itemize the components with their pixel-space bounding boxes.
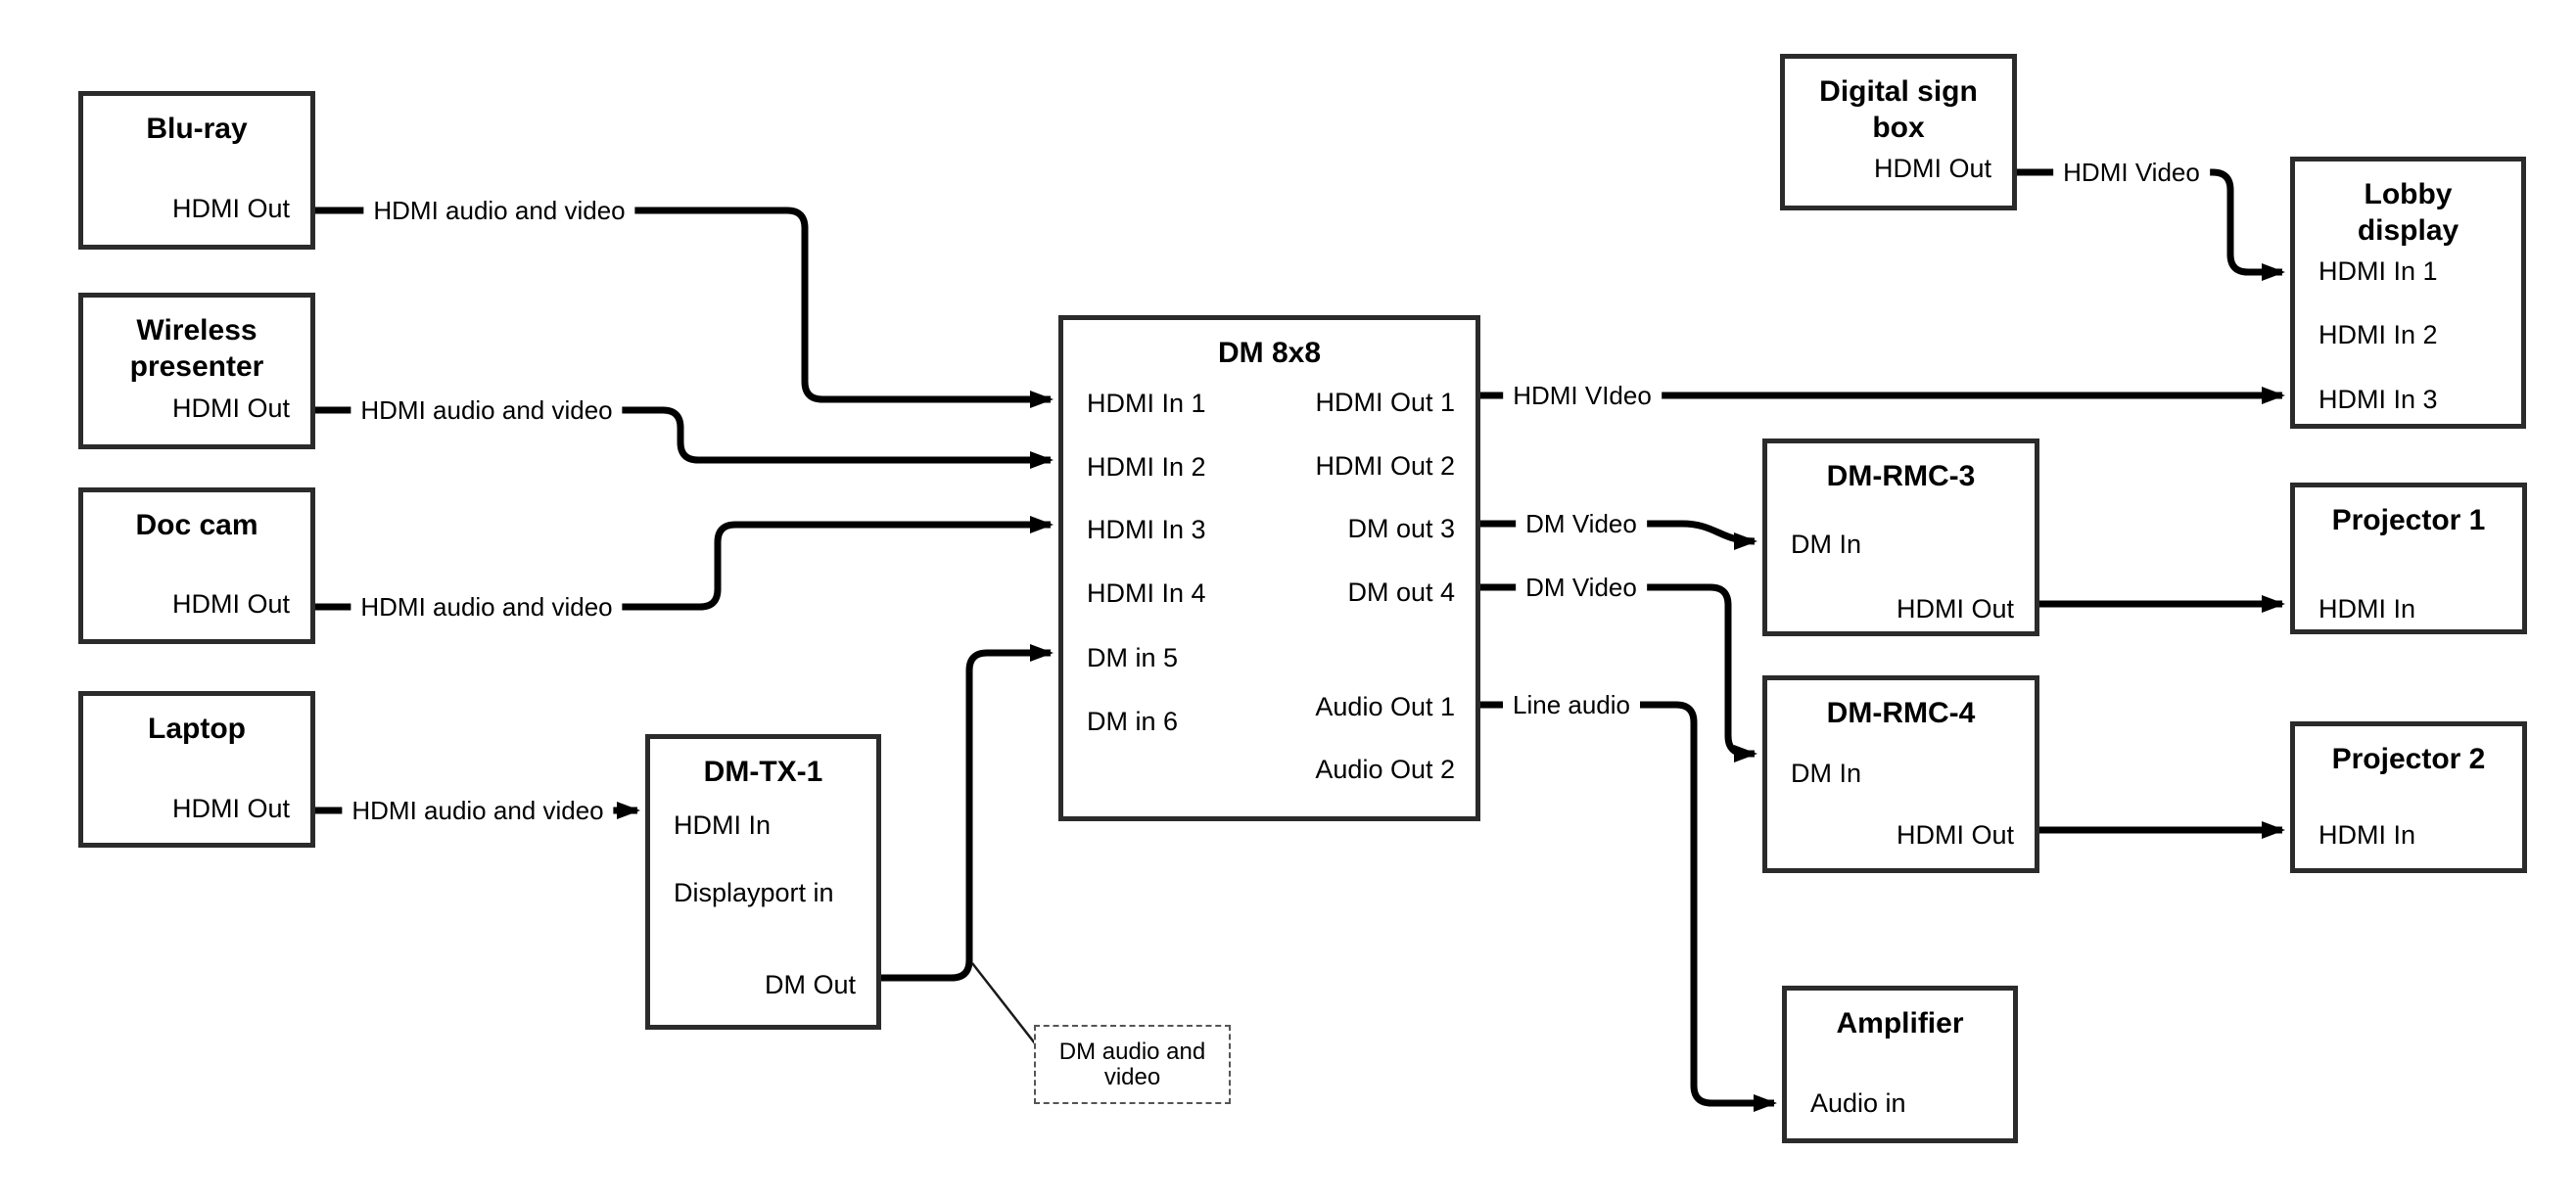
port-hdmi-in-4: HDMI In 4: [1087, 578, 1206, 608]
node-dm-rmc-4: DM-RMC-4 DM In HDMI Out: [1762, 675, 2039, 873]
node-amplifier: Amplifier Audio in: [1782, 986, 2018, 1143]
wire-doccam-to-dm8x8-in3: [315, 516, 1054, 611]
port-hdmi-in-3: HDMI In 3: [2318, 385, 2438, 414]
wire-dm8x8-dmout3-to-dmrmc3: [1480, 520, 1757, 550]
node-digital-sign-box: Digital sign box HDMI Out: [1780, 54, 2017, 210]
node-title: Projector 2: [2331, 743, 2486, 775]
node-title: Amplifier: [1836, 1007, 1964, 1039]
note-callout-line: [971, 962, 1036, 1044]
port-hdmi-in: HDMI In: [674, 810, 772, 840]
port-hdmi-out-2: HDMI Out 2: [1315, 451, 1455, 481]
port-dm-out-3: DM out 3: [1347, 514, 1455, 543]
port-hdmi-out: HDMI Out: [171, 589, 290, 619]
wire-label-hdmi-video-out1: HDMI VIdeo: [1503, 380, 1662, 411]
node-wireless-presenter: Wireless presenter HDMI Out: [78, 293, 315, 449]
node-title: Laptop: [148, 713, 246, 745]
wire-label-dm-video-1: DM Video: [1516, 508, 1647, 539]
node-title: Lobby display: [2357, 178, 2459, 247]
port-hdmi-in-1: HDMI In 1: [2318, 256, 2438, 286]
node-laptop: Laptop HDMI Out: [78, 691, 315, 848]
node-title: Blu-ray: [146, 113, 248, 145]
wire-dmtx1-dmout-to-dm8x8-in5: [881, 644, 1054, 982]
node-title: DM 8x8: [1217, 337, 1322, 369]
node-title: DM-RMC-4: [1826, 697, 1976, 729]
port-dm-out: DM Out: [764, 970, 856, 999]
port-hdmi-in-2: HDMI In 2: [1087, 452, 1206, 482]
wire-label-hdmi-audio-video-2: HDMI audio and video: [351, 394, 623, 426]
port-audio-out-1: Audio Out 1: [1315, 692, 1455, 721]
port-hdmi-out: HDMI Out: [171, 794, 290, 823]
port-hdmi-out: HDMI Out: [1896, 594, 2014, 624]
wire-label-hdmi-audio-video-4: HDMI audio and video: [342, 795, 614, 826]
port-hdmi-out: HDMI Out: [1873, 154, 1991, 183]
port-dm-in-5: DM in 5: [1087, 643, 1179, 672]
wire-bluray-to-dm8x8-in1: [315, 207, 1054, 408]
wire-digitalsign-to-lobby-in1: [2017, 168, 2285, 281]
node-title: DM-RMC-3: [1826, 460, 1976, 492]
node-bluray: Blu-ray HDMI Out: [78, 91, 315, 250]
node-projector-2: Projector 2 HDMI In: [2290, 721, 2527, 873]
node-title: DM-TX-1: [703, 756, 823, 788]
port-hdmi-in-3: HDMI In 3: [1087, 515, 1206, 544]
port-hdmi-out-1: HDMI Out 1: [1315, 388, 1455, 417]
port-dm-in: DM In: [1791, 530, 1862, 559]
wire-label-line-audio: Line audio: [1503, 689, 1640, 720]
port-dm-in-6: DM in 6: [1087, 707, 1179, 736]
port-hdmi-in-2: HDMI In 2: [2318, 320, 2438, 349]
node-doc-cam: Doc cam HDMI Out: [78, 487, 315, 644]
node-dm-tx-1: DM-TX-1 HDMI In Displayport in DM Out: [645, 734, 881, 1030]
wire-dm8x8-audioout1-to-amplifier: [1480, 701, 1777, 1112]
port-hdmi-in: HDMI In: [2318, 594, 2416, 624]
wire-label-dm-video-2: DM Video: [1516, 572, 1647, 603]
node-dm-8x8: DM 8x8 HDMI In 1 HDMI In 2 HDMI In 3 HDM…: [1058, 315, 1480, 821]
wire-label-hdmi-audio-video-3: HDMI audio and video: [351, 591, 623, 623]
port-dm-in: DM In: [1791, 759, 1862, 788]
node-title: Wireless presenter: [129, 314, 264, 383]
port-hdmi-out: HDMI Out: [1896, 820, 2014, 850]
port-hdmi-out: HDMI Out: [171, 194, 290, 223]
wire-dm8x8-dmout4-to-dmrmc4: [1480, 583, 1757, 762]
node-title: Digital sign box: [1819, 75, 1978, 144]
node-dm-rmc-3: DM-RMC-3 DM In HDMI Out: [1762, 439, 2039, 636]
port-audio-out-2: Audio Out 2: [1315, 755, 1455, 784]
port-hdmi-out: HDMI Out: [171, 393, 290, 423]
port-displayport-in: Displayport in: [674, 878, 834, 907]
port-hdmi-in-1: HDMI In 1: [1087, 389, 1206, 418]
node-title: Doc cam: [135, 509, 258, 541]
port-audio-in: Audio in: [1810, 1088, 1906, 1118]
node-projector-1: Projector 1 HDMI In: [2290, 483, 2527, 634]
wire-label-hdmi-video-sign: HDMI Video: [2053, 157, 2210, 188]
port-hdmi-in: HDMI In: [2318, 820, 2416, 850]
wire-wireless-to-dm8x8-in2: [315, 406, 1054, 469]
node-lobby-display: Lobby display HDMI In 1 HDMI In 2 HDMI I…: [2290, 157, 2526, 429]
wire-label-hdmi-audio-video-1: HDMI audio and video: [363, 195, 635, 226]
port-dm-out-4: DM out 4: [1347, 577, 1455, 607]
note-dm-audio-and-video: DM audio and video: [1034, 1025, 1231, 1104]
node-title: Projector 1: [2331, 504, 2486, 536]
